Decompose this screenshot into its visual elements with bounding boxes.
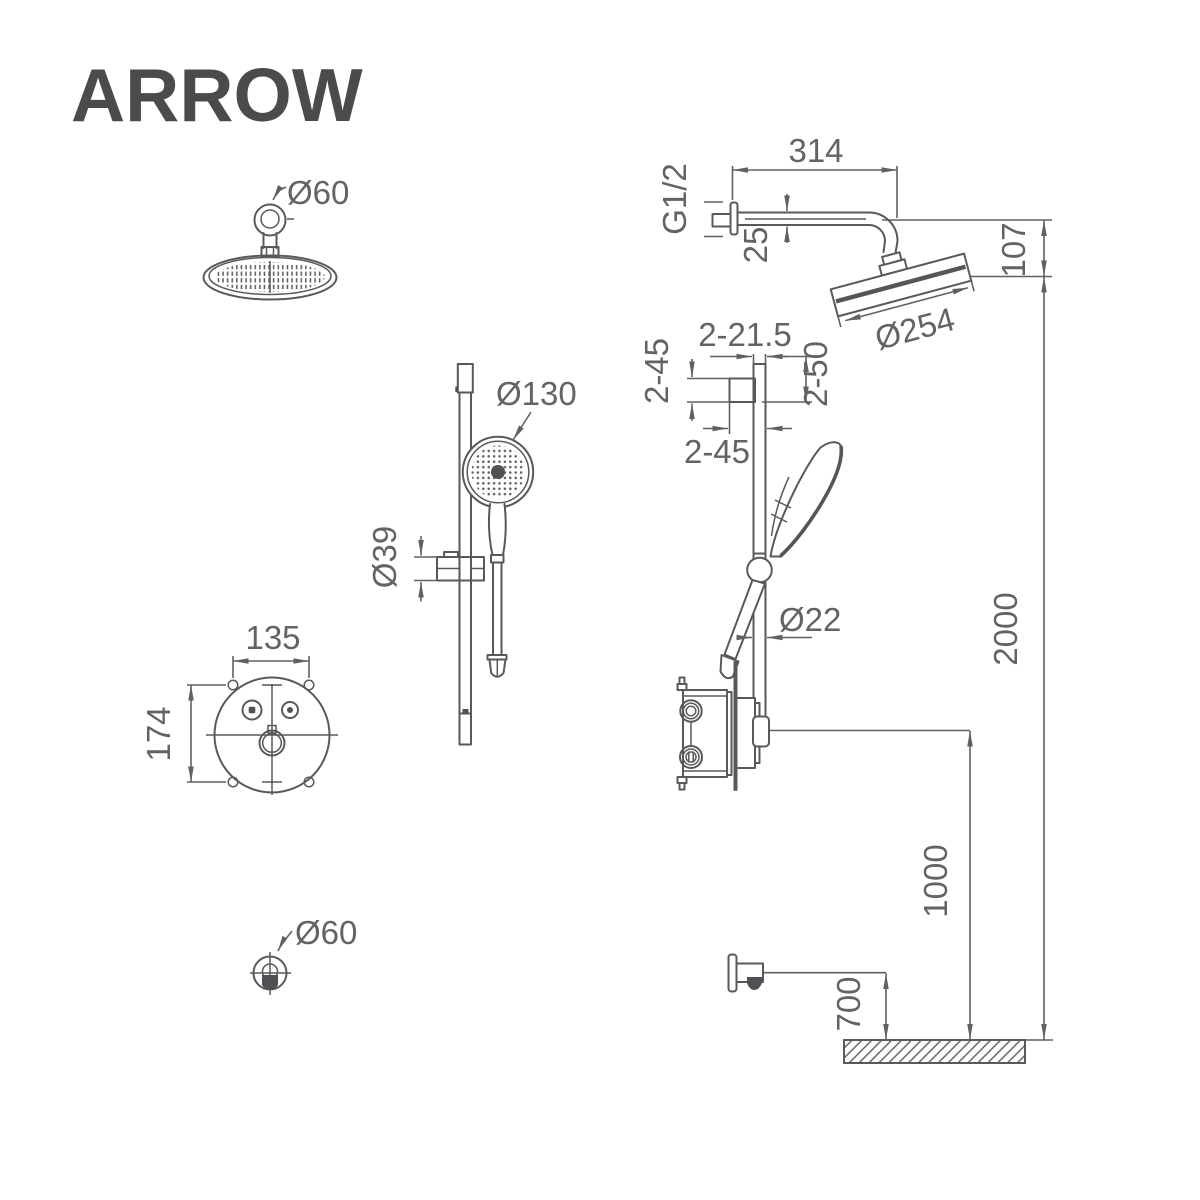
dim-label-union-drop: 2-50 [797,341,834,407]
dim-label-union-height: 2-45 [638,338,675,404]
dim-label-plate-width: 135 [245,619,300,656]
dim-label-plate-height: 174 [140,706,177,761]
dim-label-mixer-height: 1000 [917,844,954,917]
dim-label-slider-dia: Ø39 [366,526,403,588]
dim-label-thread: G1/2 [656,163,693,235]
dim-label-arm-length: 314 [788,132,843,169]
dim-label-flange-dia-top: Ø60 [287,174,349,211]
floor-section [843,1039,1026,1064]
leader-hand-shower-dia [512,411,532,441]
spout-side [727,953,764,993]
brand-logo: ARROW [71,53,363,137]
dim-label-union-width: 2-21.5 [698,316,792,353]
wall-outlet-front-view: Ø60 [250,914,357,995]
dim-label-bar-dia: Ø22 [779,601,841,638]
brand-logo-text: ARROW [71,53,363,137]
dim-label-head-drop: 107 [995,222,1032,277]
dim-label-hand-shower-dia: Ø130 [496,375,577,412]
dim-label-spout-height: 700 [830,976,867,1031]
overhead-shower-side: Ø254 [829,251,975,357]
dim-label-head-dia: Ø254 [871,300,959,357]
bar-wall-bracket [728,377,756,403]
floor-hatch [843,1039,1026,1064]
hand-shower-rail-front-view: Ø130 Ø39 [366,363,577,746]
shower-system-side-view: 314 G1/2 25 Ø254 107 [638,132,1053,1041]
concealed-valve-side [676,661,770,791]
mixer-trim-front-view: 135 174 [140,619,338,795]
overhead-shower-top-view: Ø60 [202,174,349,301]
hand-shower-side [719,441,844,680]
leader-outlet-dia [277,930,293,952]
dim-label-overall-height: 2000 [987,592,1024,665]
leader-flange-dia-top [272,185,287,201]
dim-label-union-depth: 2-45 [684,433,750,470]
dim-label-outlet-dia: Ø60 [295,914,357,951]
dim-label-arm-dia: 25 [737,227,774,264]
